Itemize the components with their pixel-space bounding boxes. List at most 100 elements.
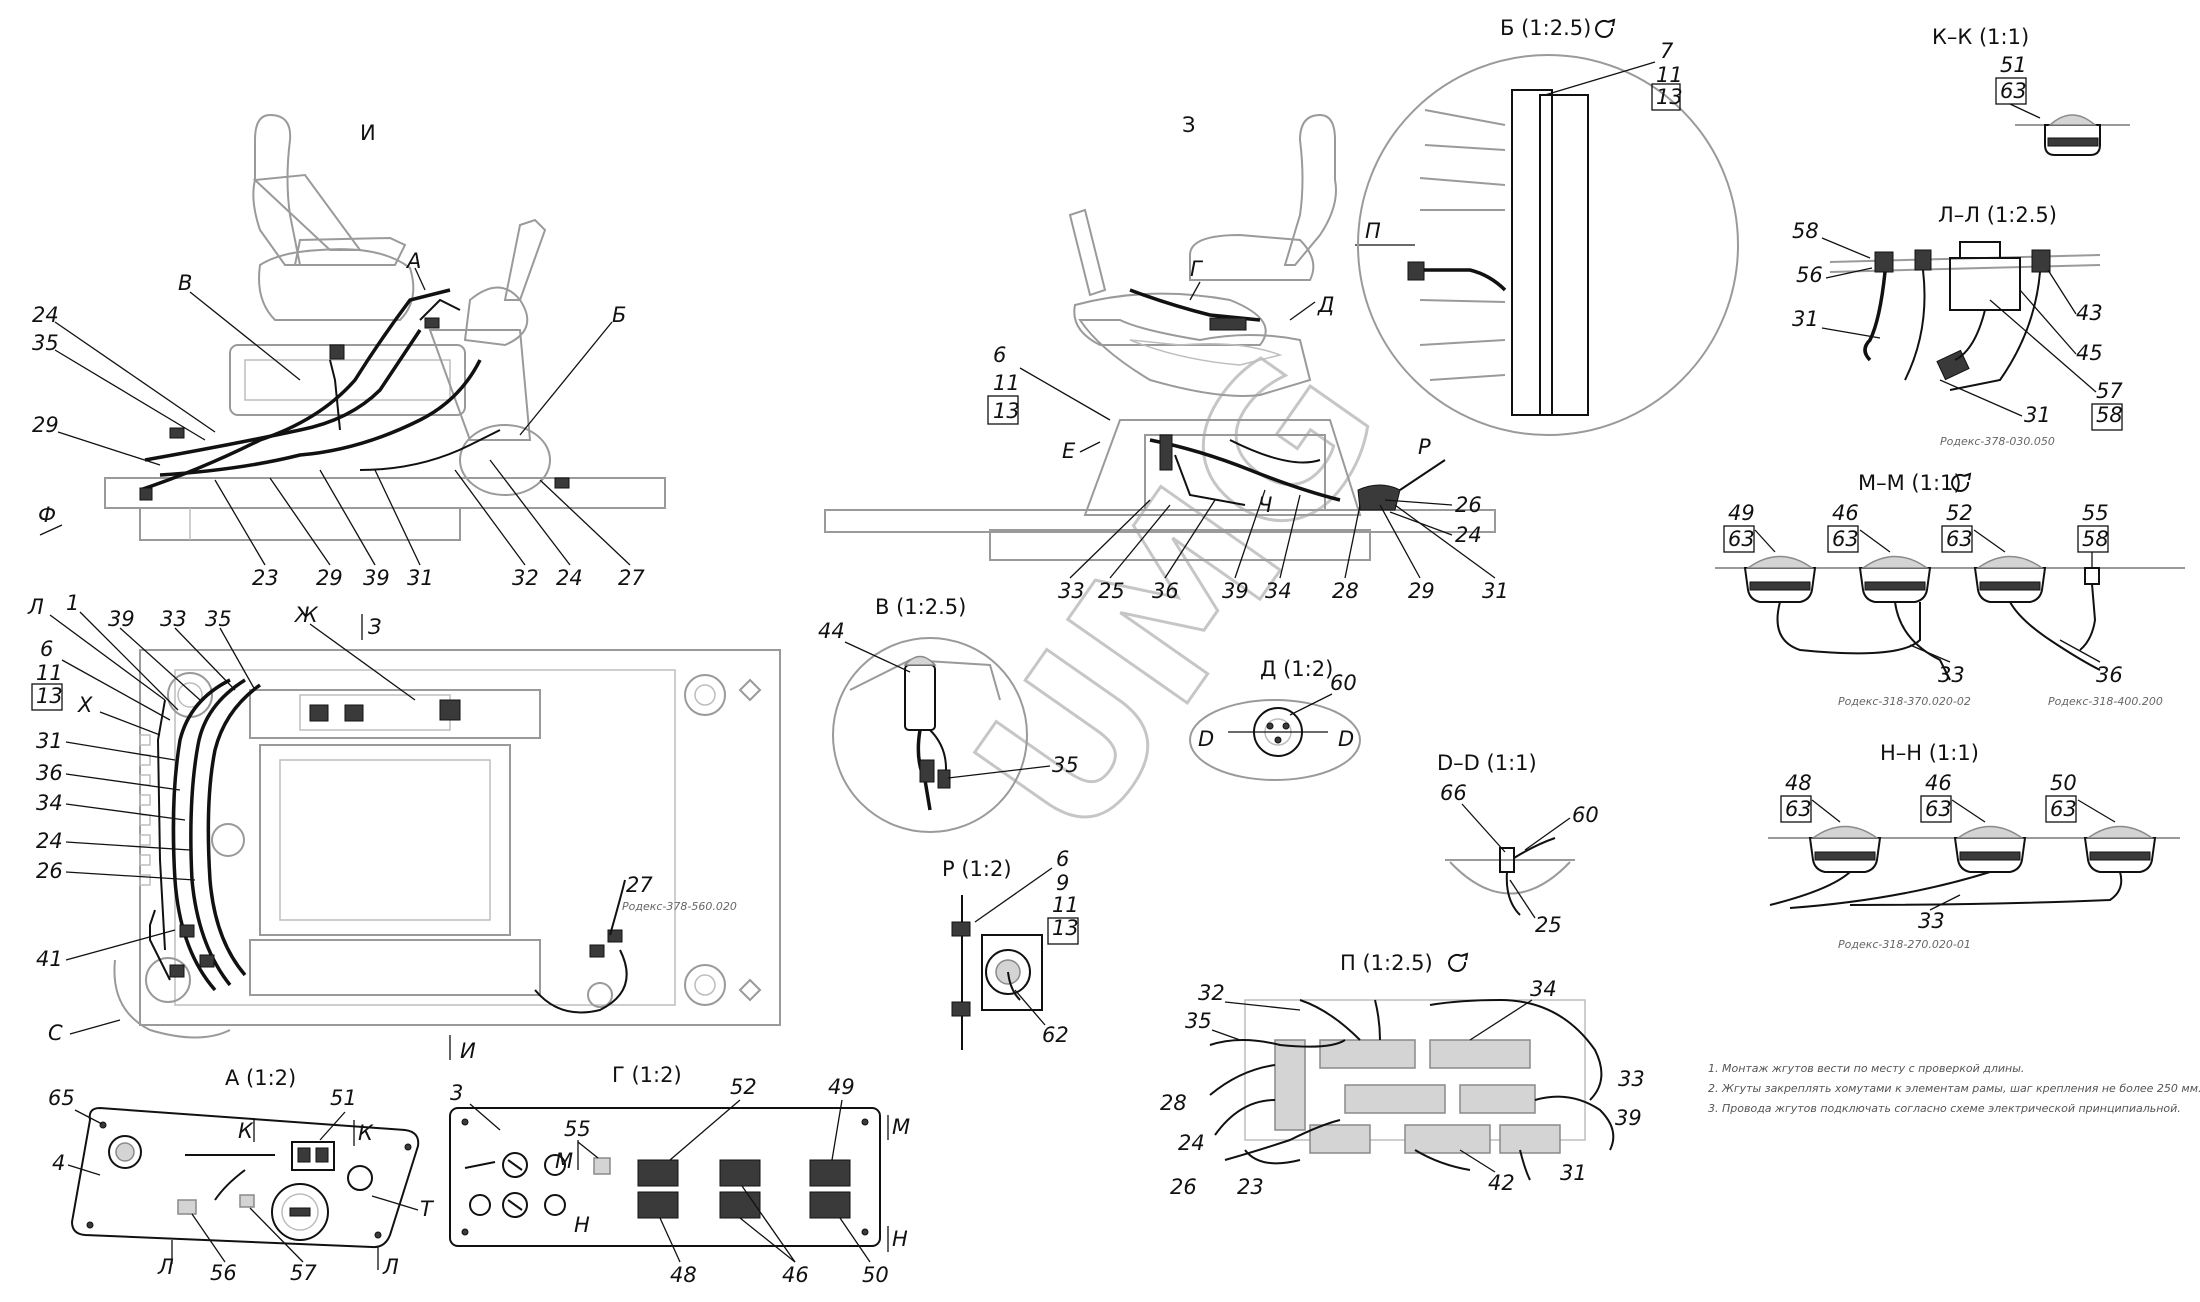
hook-a [214, 1169, 246, 1201]
switch-body [2083, 837, 2157, 873]
callout-label: 39 [1222, 579, 1249, 603]
callout-label: 41 [36, 947, 63, 971]
callout-label: 57 [290, 1261, 317, 1285]
callout-label: 29 [316, 566, 343, 590]
switch-body [1743, 567, 1817, 603]
callout-label: Г [1190, 257, 1204, 281]
leader-28-z [1344, 504, 1361, 579]
callout-box [31, 683, 63, 711]
switch-51-key1 [297, 1147, 311, 1163]
section-title-kk: К–К (1:1) [1932, 25, 2029, 49]
knob-a [347, 1165, 373, 1191]
callout-label: 33 [1918, 909, 1945, 933]
harness-plan-5 [149, 909, 171, 981]
callout-label: 51 [330, 1086, 357, 1110]
callout-label: Т [420, 1197, 435, 1221]
ignition-57-inner [281, 1193, 319, 1231]
rotation-arrow-b [1595, 18, 1616, 38]
callout-label: 3 [450, 1081, 463, 1105]
leader-50-g [839, 1217, 871, 1263]
knob-g4 [544, 1194, 566, 1216]
leader-33-z [1069, 499, 1151, 579]
screw-g3 [461, 1228, 469, 1236]
harness-plan-27 [609, 879, 626, 936]
callout-label: 51 [2000, 53, 2027, 77]
bracket-line [1424, 144, 1506, 151]
harness-top-z [1129, 288, 1261, 322]
edge-tab [139, 794, 151, 806]
callout-label: Л [157, 1255, 174, 1279]
indicator-57 [239, 1194, 255, 1208]
detail-title-g: Г (1:2) [612, 1063, 682, 1087]
wire-ll1 [1863, 271, 1887, 362]
callout-label: М [892, 1115, 910, 1139]
joystick [503, 218, 547, 301]
leader-34-z [1279, 494, 1301, 579]
leader-b [519, 321, 613, 436]
grommet-r [985, 949, 1031, 995]
switch-top [1745, 555, 1815, 569]
wire-ll2 [1904, 269, 1926, 381]
callout-box [1941, 525, 1973, 553]
fuse-block-8 [1499, 1124, 1561, 1154]
callout-label: 35 [1052, 753, 1079, 777]
leader-24-plan [65, 841, 191, 851]
callout-label: 39 [363, 566, 390, 590]
callout-label: 13 [1052, 916, 1079, 940]
leader-v [189, 291, 301, 381]
leader-57-ll [1989, 299, 2097, 393]
switch-52a [637, 1159, 679, 1187]
relay-cap-v [903, 655, 937, 666]
leader-6-plan [61, 659, 171, 721]
leader-50-nn [2077, 799, 2116, 823]
bracket-line [1419, 339, 1506, 346]
callout-label: К [238, 1119, 254, 1143]
detail-a: А (1:2) 65 4 51 К К Т Л 56 57 [48, 1066, 435, 1285]
leader-29 [57, 431, 161, 466]
armrest-z [1073, 292, 1267, 346]
leader-e [1079, 441, 1101, 453]
edge-tab [139, 754, 151, 766]
switch-51-key2 [315, 1147, 329, 1163]
callout-label: 62 [1042, 1023, 1069, 1047]
callout-label: 50 [862, 1263, 889, 1287]
callout-box [1723, 525, 1755, 553]
light-a-inner [115, 1142, 135, 1162]
callout-label: 29 [32, 413, 59, 437]
callout-label: 52 [730, 1075, 757, 1099]
detail-r: Р (1:2) 6 9 11 13 62 [942, 847, 1079, 1050]
callout-box [1047, 917, 1079, 945]
wire-ll3 [1954, 309, 1986, 361]
part-number-ll: Родекс-378-030.050 [1940, 435, 2055, 448]
floor-plate-z [824, 509, 1496, 533]
view-title-z: З [1182, 113, 1195, 137]
leader-zh [309, 623, 416, 701]
leader-56-ll [1825, 267, 1873, 279]
part-number-mm-left: Родекс-318-370.020-02 [1838, 695, 1971, 708]
leader-c-plan [69, 1019, 121, 1035]
callout-label: Д [1317, 293, 1334, 317]
mount-tr [684, 674, 726, 716]
callout-label: 49 [828, 1075, 855, 1099]
cross-mark-1 [738, 678, 762, 702]
callout-label: 63 [1925, 797, 1952, 821]
detail-d-ellipse [1189, 699, 1361, 781]
component-plan-3 [439, 699, 461, 721]
leader-36-z [1164, 499, 1216, 579]
knob-mark [507, 1159, 523, 1171]
callout-box [2045, 795, 2077, 823]
callout-label: 28 [1332, 579, 1359, 603]
switch-nn-50 [2083, 825, 2157, 873]
harness-plan-6 [534, 949, 628, 1014]
switch-nn-48 [1808, 825, 1882, 873]
fuse-block-4 [1344, 1084, 1446, 1114]
switch-top [1975, 555, 2045, 569]
callout-label: 35 [205, 607, 232, 631]
light-a [108, 1135, 142, 1169]
note-3: 3. Провода жгутов подключать согласно сх… [1708, 1102, 2181, 1115]
wire-mm-4 [2079, 583, 2097, 651]
callout-label: 34 [36, 791, 63, 815]
seat-base-inner [244, 359, 451, 401]
dome-dd [1449, 861, 1571, 895]
